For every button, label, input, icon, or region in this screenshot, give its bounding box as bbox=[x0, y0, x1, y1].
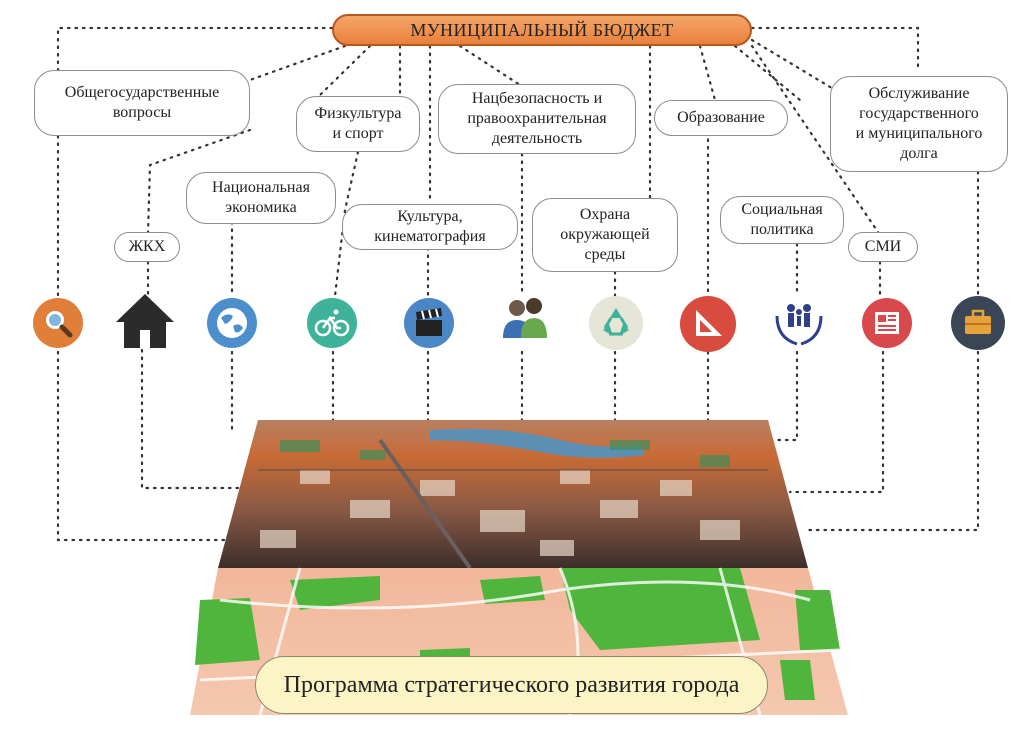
aerial-photo bbox=[218, 420, 808, 570]
category-national-economy: Национальная экономика bbox=[186, 172, 336, 224]
globe-icon bbox=[207, 298, 257, 348]
ruler-triangle-icon bbox=[680, 296, 736, 352]
category-housing-utilities: ЖКХ bbox=[114, 232, 180, 262]
briefcase-icon bbox=[951, 296, 1005, 350]
family-hands-icon bbox=[771, 294, 827, 350]
municipal-budget-node: МУНИЦИПАЛЬНЫЙ БЮДЖЕТ bbox=[332, 14, 752, 46]
category-education: Образование bbox=[654, 100, 788, 136]
category-culture-cinema: Культура, кинематография bbox=[342, 204, 518, 250]
category-general-state-issues: Общегосударственные вопросы bbox=[34, 70, 250, 136]
category-physical-culture-sport: Физкультура и спорт bbox=[296, 96, 420, 152]
category-environment: Охрана окружающей среды bbox=[532, 198, 678, 272]
category-national-security: Нацбезопасность и правоохранительная дея… bbox=[438, 84, 636, 154]
magnifier-icon bbox=[33, 298, 83, 348]
category-social-policy: Социальная политика bbox=[720, 196, 844, 244]
newspaper-icon bbox=[862, 298, 912, 348]
people-icon bbox=[497, 290, 553, 346]
category-debt-service: Обслуживание государственного и муниципа… bbox=[830, 76, 1008, 172]
recycle-icon bbox=[589, 296, 643, 350]
bicycle-icon bbox=[307, 298, 357, 348]
category-mass-media: СМИ bbox=[848, 232, 918, 262]
city-development-program-node: Программа стратегического развития город… bbox=[255, 656, 768, 714]
clapperboard-icon bbox=[404, 298, 454, 348]
house-icon bbox=[114, 292, 176, 350]
